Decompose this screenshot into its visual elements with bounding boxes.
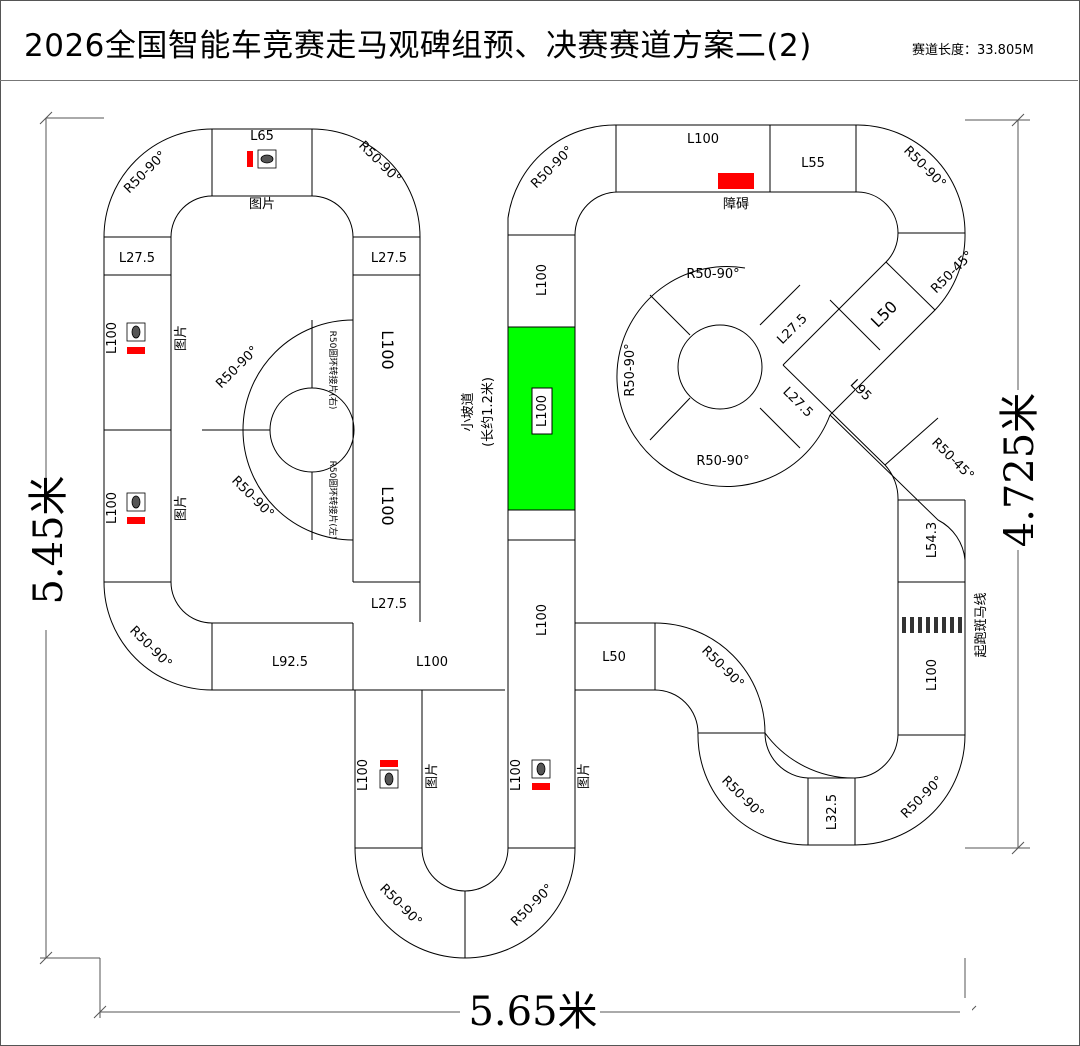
title-bar: 2026全国智能车竞赛走马观碑组预、决赛赛道方案二(2) 赛道长度：33.805… xyxy=(0,0,1078,81)
seg-label: L100 xyxy=(378,486,397,525)
center-col-left xyxy=(507,124,858,690)
seg-label: L27.5 xyxy=(119,251,155,266)
seg-label: L27.5 xyxy=(779,384,815,420)
seg-label: L55 xyxy=(801,156,825,171)
seg-label: L54.3 xyxy=(925,522,940,558)
track-length-note: 赛道长度：33.805M xyxy=(912,43,1034,58)
right-ring-center xyxy=(677,324,763,410)
bottom-right-inner xyxy=(575,689,699,734)
left-loop-inner xyxy=(170,195,354,582)
left-loop-outer-left xyxy=(103,237,505,691)
seg-label: R50-90° xyxy=(528,143,576,191)
picture-icon xyxy=(126,149,551,789)
dimension-lines xyxy=(39,111,1030,1019)
diagonal-lower-inner xyxy=(782,364,899,501)
page-title: 2026全国智能车竞赛走马观碑组预、决赛赛道方案二(2) xyxy=(24,28,812,64)
seg-label: R50-90° xyxy=(623,343,638,396)
seg-label: L100 xyxy=(356,759,371,791)
seg-label: R50-90° xyxy=(508,881,556,929)
lower-right-curve-inner xyxy=(764,500,899,779)
seg-label: (长约1.2米) xyxy=(481,377,496,447)
seg-label: 小坡道 xyxy=(461,392,476,431)
diagonal-lower-outer xyxy=(829,414,966,561)
seg-label: L100 xyxy=(535,604,550,636)
seg-label: R50-90° xyxy=(228,473,276,521)
left-loop-inner-left xyxy=(170,237,353,624)
seg-label: R50-90° xyxy=(898,773,946,821)
seg-label: 图片 xyxy=(425,763,440,789)
red-marker-left-1 xyxy=(127,347,145,354)
seg-label: R50-90° xyxy=(213,343,261,391)
bottom-right-outer xyxy=(575,622,856,779)
seg-label: R50-90° xyxy=(900,143,948,191)
seg-label: 障碍 xyxy=(723,197,749,212)
red-marker-top xyxy=(247,151,253,167)
obstacle-block xyxy=(718,173,754,189)
right-ring-outer xyxy=(616,266,831,487)
seg-label: R50-90° xyxy=(126,623,174,671)
seg-label: R50-90° xyxy=(698,643,746,691)
seg-label: L100 xyxy=(105,322,120,354)
ring-center xyxy=(269,387,355,473)
seg-label: L100 xyxy=(509,759,524,791)
seg-label: 图片 xyxy=(577,763,592,789)
dim-height-right: 4.725米 xyxy=(997,393,1043,548)
slope-label-box xyxy=(531,387,553,435)
dim-height-left: 5.45米 xyxy=(26,475,72,604)
seg-label: L100 xyxy=(925,659,940,691)
seg-label: L100 xyxy=(535,264,550,296)
seg-label: L50 xyxy=(602,650,626,665)
red-marker-lower-1 xyxy=(380,760,398,767)
seg-label: 图片 xyxy=(174,325,189,351)
seg-label: L95 xyxy=(847,377,874,404)
seg-label: R50-90° xyxy=(686,267,739,282)
zebra-crossing xyxy=(902,617,962,633)
seg-label: R50-90° xyxy=(121,148,169,196)
seg-label: L27.5 xyxy=(371,597,407,612)
seg-label: L100 xyxy=(416,655,448,670)
hairpin-inner xyxy=(421,690,509,892)
seg-label: L92.5 xyxy=(272,655,308,670)
seg-label: L100 xyxy=(105,492,120,524)
top-right-inner xyxy=(782,191,899,366)
center-col-right xyxy=(574,191,858,690)
seg-label: 图片 xyxy=(249,197,275,212)
seg-label: R50-90° xyxy=(355,138,403,186)
top-right-outer xyxy=(829,124,966,416)
seg-label: L32.5 xyxy=(825,794,840,830)
seg-label: L100 xyxy=(535,395,550,427)
seg-label: 起跑斑马线 xyxy=(974,592,989,657)
dim-width-bottom: 5.65米 xyxy=(468,989,597,1035)
seg-label: L100 xyxy=(687,132,719,147)
red-marker-lower-2 xyxy=(532,783,550,790)
seg-label: 图片 xyxy=(174,495,189,521)
seg-label: R50-90° xyxy=(718,773,766,821)
seg-label: R50-45° xyxy=(928,435,976,483)
seg-label: L100 xyxy=(378,330,397,369)
seg-label: R50圆环转接片(右) xyxy=(327,331,339,410)
red-marker-left-2 xyxy=(127,517,145,524)
lower-right-curve-outer xyxy=(697,500,966,846)
seg-label: L65 xyxy=(250,129,274,144)
seg-label: R50-90° xyxy=(696,454,749,469)
seg-label: L50 xyxy=(867,297,901,331)
seg-label: R50-45° xyxy=(928,248,976,296)
seg-label: L27.5 xyxy=(371,251,407,266)
seg-label: R50圆环转接片(左) xyxy=(327,461,339,540)
